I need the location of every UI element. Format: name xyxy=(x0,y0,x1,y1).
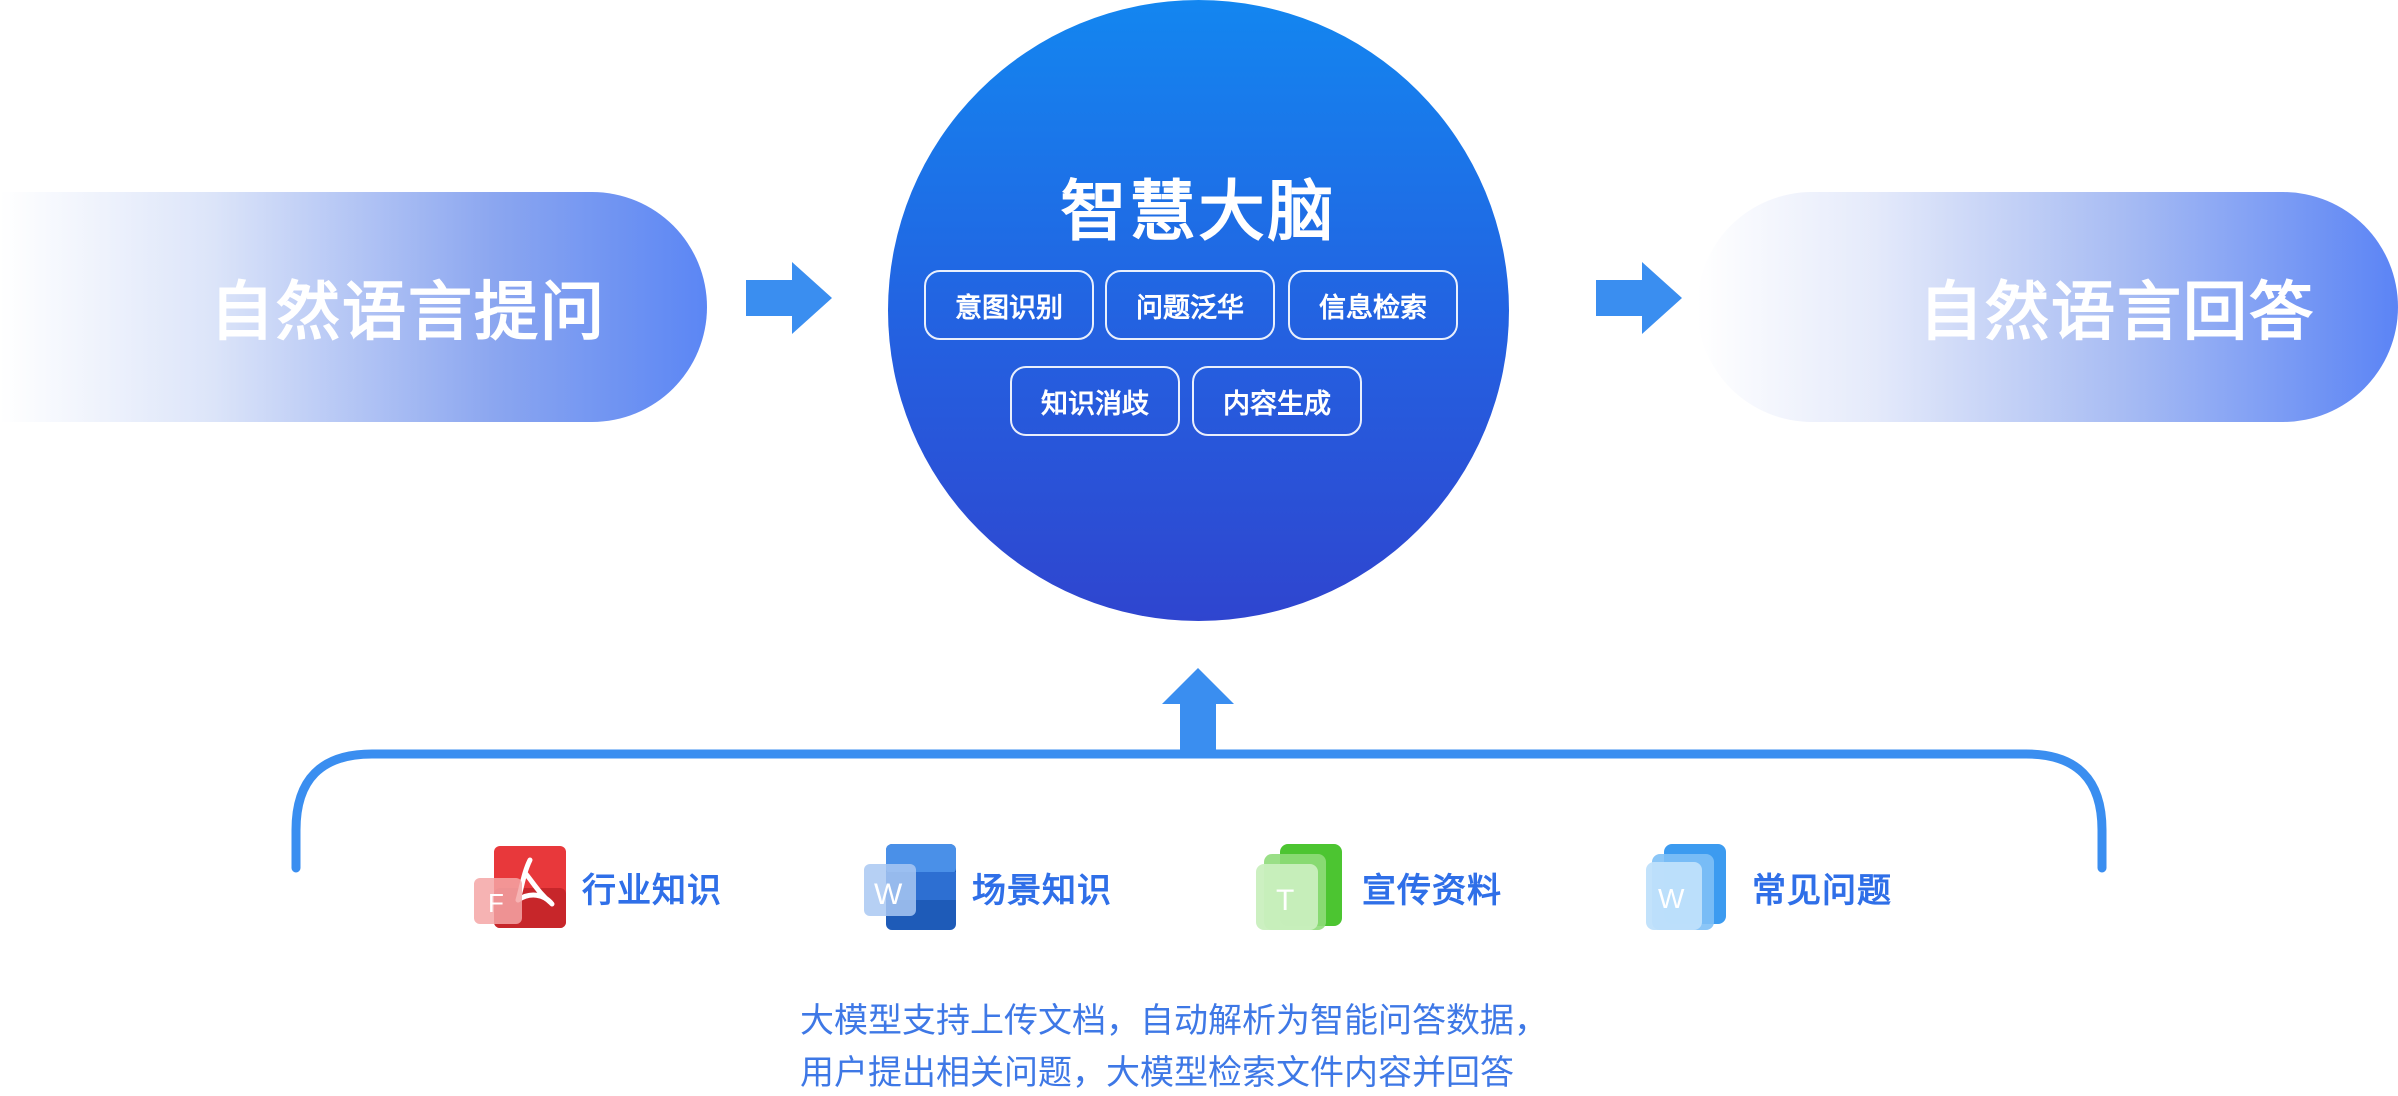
brain-title: 智慧大脑 xyxy=(1060,173,1337,250)
pdf-icon: F xyxy=(470,842,570,932)
caption: 大模型支持上传文档，自动解析为智能问答数据， 用户提出相关问题，大模型检索文件内… xyxy=(800,995,1548,1096)
tag-intent-recognition: 意图识别 xyxy=(924,270,1094,340)
arrow-right-icon xyxy=(1596,262,1682,334)
source-label: 常见问题 xyxy=(1752,870,1892,911)
tag-knowledge-disambiguation: 知识消歧 xyxy=(1010,366,1180,436)
caption-line-2: 用户提出相关问题，大模型检索文件内容并回答 xyxy=(800,1053,1514,1093)
question-label: 自然语言提问 xyxy=(210,276,606,350)
tag-content-generation: 内容生成 xyxy=(1192,366,1362,436)
source-scenario-knowledge: W 场景知识 xyxy=(860,842,1112,932)
svg-text:F: F xyxy=(488,888,504,918)
question-input-pill: 自然语言提问 xyxy=(0,192,707,422)
svg-text:T: T xyxy=(1276,884,1294,917)
answer-label: 自然语言回答 xyxy=(1919,276,2315,350)
answer-output-pill: 自然语言回答 xyxy=(1697,192,2398,422)
tag-information-retrieval: 信息检索 xyxy=(1288,270,1458,340)
source-industry-knowledge: F 行业知识 xyxy=(470,842,722,932)
arrow-up-icon xyxy=(1162,668,1234,758)
source-label: 宣传资料 xyxy=(1362,870,1502,911)
source-label: 场景知识 xyxy=(972,870,1112,911)
word-icon: W xyxy=(860,842,960,932)
source-label: 行业知识 xyxy=(582,870,722,911)
source-faq: W 常见问题 xyxy=(1640,842,1892,932)
tag-question-generalization: 问题泛华 xyxy=(1105,270,1275,340)
caption-line-1: 大模型支持上传文档，自动解析为智能问答数据， xyxy=(800,1001,1548,1041)
svg-text:W: W xyxy=(874,878,903,911)
source-promotional-materials: T 宣传资料 xyxy=(1250,842,1502,932)
word-light-icon: W xyxy=(1640,842,1740,932)
text-icon: T xyxy=(1250,842,1350,932)
smart-brain-circle: 智慧大脑 意图识别 问题泛华 信息检索 知识消歧 内容生成 xyxy=(888,0,1509,621)
svg-text:W: W xyxy=(1658,883,1685,914)
arrow-right-icon xyxy=(746,262,832,334)
